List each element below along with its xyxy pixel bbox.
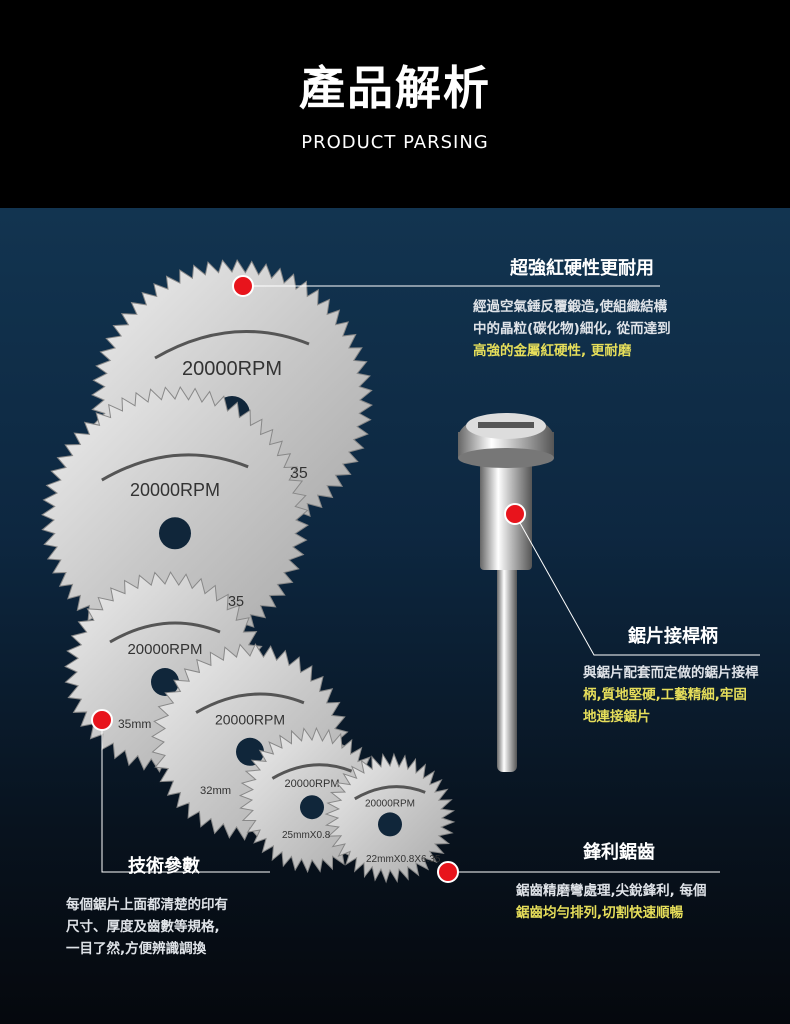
- arbor-hole: [159, 517, 191, 550]
- blade-size-label: 22mmX0.8X6.35: [366, 854, 441, 865]
- mandrel: [458, 413, 554, 772]
- feature-text-specs: 每個鋸片上面都清楚的印有尺寸、厚度及齒數等規格,一目了然,方便辨識調換: [66, 897, 228, 957]
- rotation-arrow-icon: [154, 329, 310, 360]
- rotation-arrow-icon: [109, 621, 221, 644]
- callout-lines: [101, 285, 760, 873]
- feature-title-specs: 技術參數: [128, 856, 200, 877]
- page-title: 產品解析: [299, 61, 491, 115]
- blade-rpm-label: 20000RPM: [365, 798, 415, 809]
- arbor-hole: [236, 737, 264, 766]
- blade-rpm-label: 20000RPM: [130, 480, 220, 500]
- saw-blade: 20000RPM: [324, 752, 456, 884]
- arbor-hole: [300, 795, 324, 820]
- rotation-arrow-icon: [271, 763, 353, 780]
- blade-rpm-label: 20000RPM: [182, 358, 282, 380]
- feature-title-hardness: 超強紅硬性更耐用: [510, 258, 654, 279]
- blade-rpm-label: 20000RPM: [284, 778, 339, 790]
- feature-text-mandrel: 與鋸片配套而定做的鋸片接桿 柄,質地堅硬,工藝精細,牢固地連接鋸片: [583, 665, 759, 725]
- page-subtitle: PRODUCT PARSING: [301, 132, 489, 153]
- feature-title-mandrel: 鋸片接桿柄: [628, 626, 718, 647]
- arbor-hole: [378, 812, 402, 837]
- blade-size-label: 35mm: [118, 717, 151, 731]
- arbor-hole: [151, 668, 179, 696]
- blade-rpm-label: 20000RPM: [215, 711, 285, 727]
- feature-text-teeth: 鋸齒精磨彎處理,尖銳鋒利, 每個 鋸齒均勻排列,切割快速順暢: [516, 883, 707, 921]
- blade-size-label: 25mmX0.8: [282, 830, 331, 841]
- blade-rpm-label: 20000RPM: [127, 641, 202, 658]
- rotation-arrow-icon: [195, 692, 305, 714]
- feature-text-hardness: 經過空氣錘反覆鍛造,使組織結構中的晶粒(碳化物)細化, 從而達到 高強的金屬紅硬…: [473, 299, 671, 359]
- callout-markers: [91, 275, 526, 883]
- rotation-arrow-icon: [354, 785, 426, 801]
- feature-title-teeth: 鋒利鋸齒: [583, 842, 655, 863]
- header-band: 產品解析 PRODUCT PARSING: [0, 0, 790, 208]
- saw-blade: 20000RPM: [41, 386, 309, 654]
- rotation-arrow-icon: [101, 453, 249, 482]
- blade-size-label: 35: [290, 465, 308, 482]
- blade-size-label: 32mm: [200, 785, 231, 797]
- blade-size-label: 35: [228, 594, 244, 610]
